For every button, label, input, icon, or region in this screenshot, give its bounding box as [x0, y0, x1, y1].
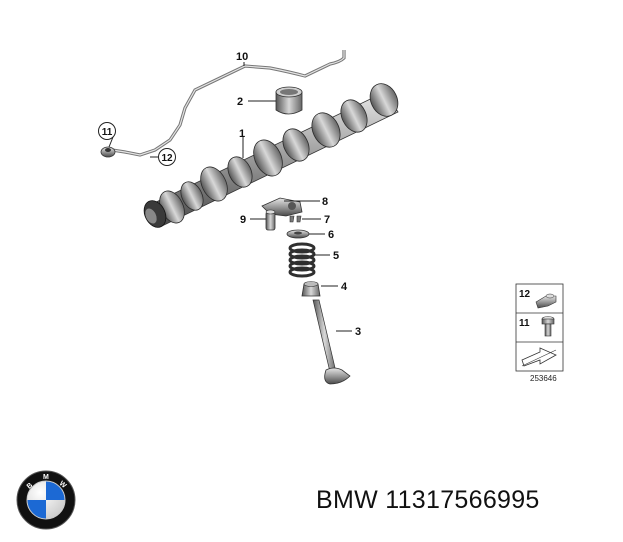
- callout-3: 3: [355, 326, 361, 338]
- oil-pipe: [111, 50, 346, 157]
- arrow-icon: [521, 347, 557, 367]
- callout-10: 10: [236, 51, 248, 63]
- seal-icon: [535, 293, 557, 309]
- camshaft: [143, 83, 399, 228]
- valve-keepers: [289, 215, 302, 223]
- spring-retainer: [286, 229, 310, 239]
- part-number-label: BMW 11317566995: [316, 486, 540, 514]
- logo-letter-m: M: [43, 474, 49, 481]
- logo-letter-w: W: [58, 480, 68, 490]
- leader-lines: [108, 62, 352, 332]
- callout-7: 7: [324, 214, 330, 226]
- legend-item-11: 11: [519, 318, 530, 329]
- callout-6: 6: [328, 229, 334, 241]
- valve-spring: [288, 242, 316, 278]
- valve-stem-seal: [301, 281, 321, 297]
- callout-4: 4: [341, 281, 348, 293]
- bmw-logo: B M W: [16, 470, 76, 530]
- bearing-shell: [275, 86, 303, 115]
- callout-1: 1: [239, 128, 245, 140]
- callout-5: 5: [333, 250, 339, 262]
- callout-11: 11: [102, 127, 113, 138]
- bolt-icon: [541, 316, 555, 337]
- hydraulic-lifter: [265, 209, 276, 231]
- banjo-fitting: [100, 146, 116, 158]
- fastener-legend: 12 11 253646: [515, 283, 564, 383]
- callout-9: 9: [240, 214, 246, 226]
- diagram-ref-number: 253646: [530, 374, 557, 383]
- callouts: 10 2 1 8 9 7 6 5 4 3 11 12: [98, 51, 361, 338]
- callout-8: 8: [322, 196, 328, 208]
- callout-2: 2: [237, 96, 243, 108]
- valve: [312, 299, 351, 385]
- callout-12: 12: [161, 153, 173, 164]
- logo-letter-b: B: [26, 482, 34, 491]
- legend-item-12: 12: [519, 289, 531, 300]
